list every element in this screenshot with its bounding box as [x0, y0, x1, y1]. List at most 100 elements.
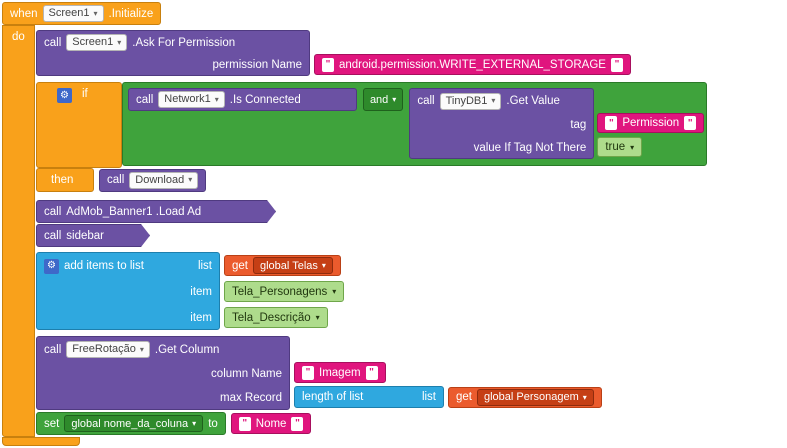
dropdown-arrow-icon: ▾ [332, 287, 337, 296]
download-procedure-dropdown[interactable]: Download ▾ [129, 171, 199, 189]
when-keyword: when [10, 7, 38, 20]
open-quote-icon: " [302, 365, 314, 380]
close-quote-icon: " [610, 57, 623, 72]
list-param-label: list [197, 260, 212, 272]
column-name-param-label: column Name [211, 368, 282, 380]
if-block[interactable]: ⚙ if [36, 82, 122, 168]
length-of-list-assembly: length of list list get global Personage… [294, 386, 602, 408]
download-call-block[interactable]: call Download ▾ [99, 168, 207, 192]
freerotacao-getcolumn-block[interactable]: call FreeRotação ▾ .Get Column column Na… [36, 336, 290, 410]
screen-component-dropdown[interactable]: Screen1 ▾ [66, 34, 128, 51]
and-operator-dropdown[interactable]: and ▾ [362, 88, 404, 111]
get-label: get [456, 391, 472, 403]
method-name: .Ask For Permission [132, 36, 236, 49]
open-quote-icon: " [238, 416, 251, 431]
add-items-to-list-block[interactable]: ⚙ add items to list list item item [36, 252, 220, 330]
dropdown-arrow-icon: ▾ [117, 37, 122, 47]
permission-string-block[interactable]: " android.permission.WRITE_EXTERNAL_STOR… [314, 54, 631, 75]
nome-string-block[interactable]: " Nome " [230, 413, 312, 434]
permission-name-param-label: permission Name [212, 59, 302, 71]
set-variable-block[interactable]: set global nome_da_coluna ▾ to [36, 412, 226, 435]
add-items-title: add items to list [64, 260, 144, 272]
column-string-value: Imagem [319, 366, 361, 379]
variable-name: global nome_da_coluna [71, 417, 189, 430]
tinydb-getvalue-block[interactable]: call TinyDB1 ▾ .Get Value tag value If T… [409, 88, 595, 159]
sidebar-call-block[interactable]: call sidebar [36, 224, 150, 247]
mutator-gear-icon[interactable]: ⚙ [44, 258, 59, 274]
call-label: call [136, 93, 154, 106]
operator-label: and [369, 93, 389, 106]
dropdown-arrow-icon: ▾ [214, 94, 219, 104]
to-label: to [208, 417, 218, 430]
component-name: TinyDB1 [445, 94, 488, 107]
set-variable-assembly: set global nome_da_coluna ▾ to " Nome " [36, 412, 312, 435]
screen-component-dropdown[interactable]: Screen1 ▾ [42, 5, 104, 22]
then-label-body: then [36, 168, 94, 192]
freerotacao-component-dropdown[interactable]: FreeRotação ▾ [66, 341, 150, 358]
call-label: call [44, 205, 62, 218]
variable-name: global Telas [260, 259, 318, 272]
tag-string-value: Permission [622, 117, 680, 129]
admob-loadad-block[interactable]: call AdMob_Banner1 .Load Ad [36, 200, 276, 223]
method-name: .Is Connected [229, 93, 301, 106]
procedure-name: sidebar [66, 229, 104, 242]
close-quote-icon: " [684, 116, 697, 130]
method-name: .Get Column [154, 343, 220, 356]
set-string-value: Nome [255, 417, 287, 430]
screen-option: Tela_Descrição [232, 311, 311, 324]
call-label: call [107, 174, 125, 186]
true-dropdown-block[interactable]: true ▾ [597, 137, 643, 157]
network-isconnected-block[interactable]: call Network1 ▾ .Is Connected [128, 88, 357, 111]
admob-method-label: AdMob_Banner1 .Load Ad [66, 205, 202, 218]
procedure-name: Download [135, 173, 185, 186]
method-name: .Get Value [506, 95, 560, 107]
call-label: call [44, 36, 62, 49]
tela-personagens-dropdown-block[interactable]: Tela_Personagens ▾ [224, 281, 345, 302]
default-param-label: value If Tag Not There [473, 141, 587, 154]
if-label: if [82, 88, 88, 100]
if-block-assembly: ⚙ if call Network1 ▾ .Is Connected and ▾ [36, 82, 707, 192]
call-label: call [44, 229, 62, 242]
variable-name: global Personagem [484, 391, 579, 403]
add-items-assembly: ⚙ add items to list list item item get g… [36, 252, 345, 330]
item-param-label: item [190, 312, 212, 324]
do-spine[interactable]: do [2, 25, 35, 437]
tag-param-label: tag [570, 118, 587, 131]
variable-dropdown[interactable]: global nome_da_coluna ▾ [64, 415, 204, 432]
screen-component-name: Screen1 [48, 7, 90, 19]
length-of-list-label: length of list [302, 391, 364, 403]
mutator-gear-icon[interactable]: ⚙ [57, 88, 72, 103]
when-block-foot [2, 437, 80, 446]
get-global-personagem-block[interactable]: get global Personagem ▾ [448, 386, 602, 408]
get-label: get [232, 259, 248, 272]
length-of-list-block[interactable]: length of list list [294, 386, 444, 408]
open-quote-icon: " [322, 57, 334, 72]
network-component-dropdown[interactable]: Network1 ▾ [158, 91, 225, 108]
permission-tag-string-block[interactable]: " Permission " [597, 113, 705, 133]
dropdown-arrow-icon: ▾ [93, 8, 98, 18]
variable-dropdown[interactable]: global Personagem ▾ [477, 388, 594, 406]
list-param-label: list [421, 391, 436, 403]
then-row: then call Download ▾ [36, 168, 207, 192]
call-label: call [44, 343, 62, 356]
get-global-telas-block[interactable]: get global Telas ▾ [224, 255, 341, 276]
variable-dropdown[interactable]: global Telas ▾ [253, 257, 333, 274]
dropdown-arrow-icon: ▾ [139, 344, 144, 354]
then-label: then [51, 174, 74, 186]
close-quote-icon: " [365, 365, 378, 380]
tela-descricao-dropdown-block[interactable]: Tela_Descrição ▾ [224, 307, 328, 328]
call-label: call [417, 95, 435, 107]
tinydb-component-dropdown[interactable]: TinyDB1 ▾ [439, 92, 502, 110]
ask-permission-header: call Screen1 ▾ .Ask For Permission [37, 31, 309, 54]
dropdown-arrow-icon: ▾ [315, 313, 320, 322]
permission-string-value: android.permission.WRITE_EXTERNAL_STORAG… [339, 58, 606, 71]
ask-permission-block[interactable]: call Screen1 ▾ .Ask For Permission permi… [36, 30, 310, 76]
and-condition-block[interactable]: call Network1 ▾ .Is Connected and ▾ call… [122, 82, 707, 166]
dropdown-arrow-icon: ▾ [188, 175, 193, 184]
set-label: set [44, 417, 60, 430]
imagem-string-block[interactable]: " Imagem " [294, 362, 386, 383]
dropdown-arrow-icon: ▾ [630, 142, 635, 152]
dropdown-arrow-icon: ▾ [192, 419, 197, 428]
when-screen-initialize-block[interactable]: when Screen1 ▾ .Initialize [2, 2, 162, 25]
